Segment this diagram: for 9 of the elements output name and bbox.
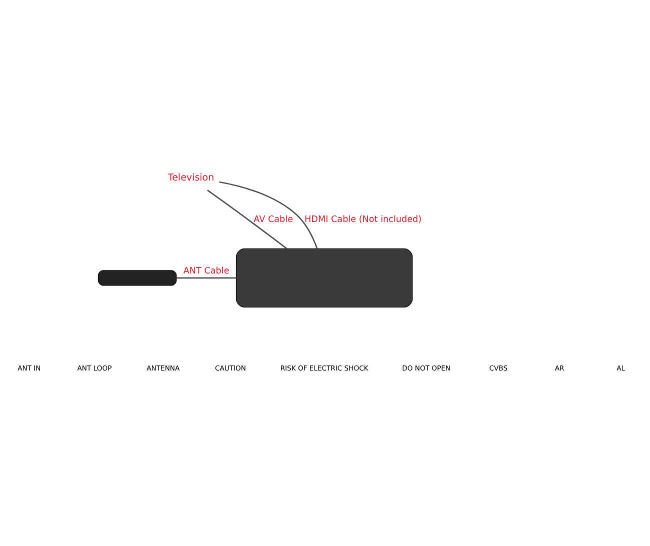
connector	[207, 189, 288, 249]
node-bar	[98, 270, 177, 286]
node-box	[236, 248, 413, 307]
connector	[176, 276, 236, 278]
connector	[219, 180, 318, 248]
node-text: Television	[168, 172, 214, 183]
edge-label: HDMI Cable (Not included)	[304, 214, 422, 224]
edge-label: AV Cable	[254, 214, 294, 224]
edge-label: ANT Cable	[183, 266, 230, 276]
